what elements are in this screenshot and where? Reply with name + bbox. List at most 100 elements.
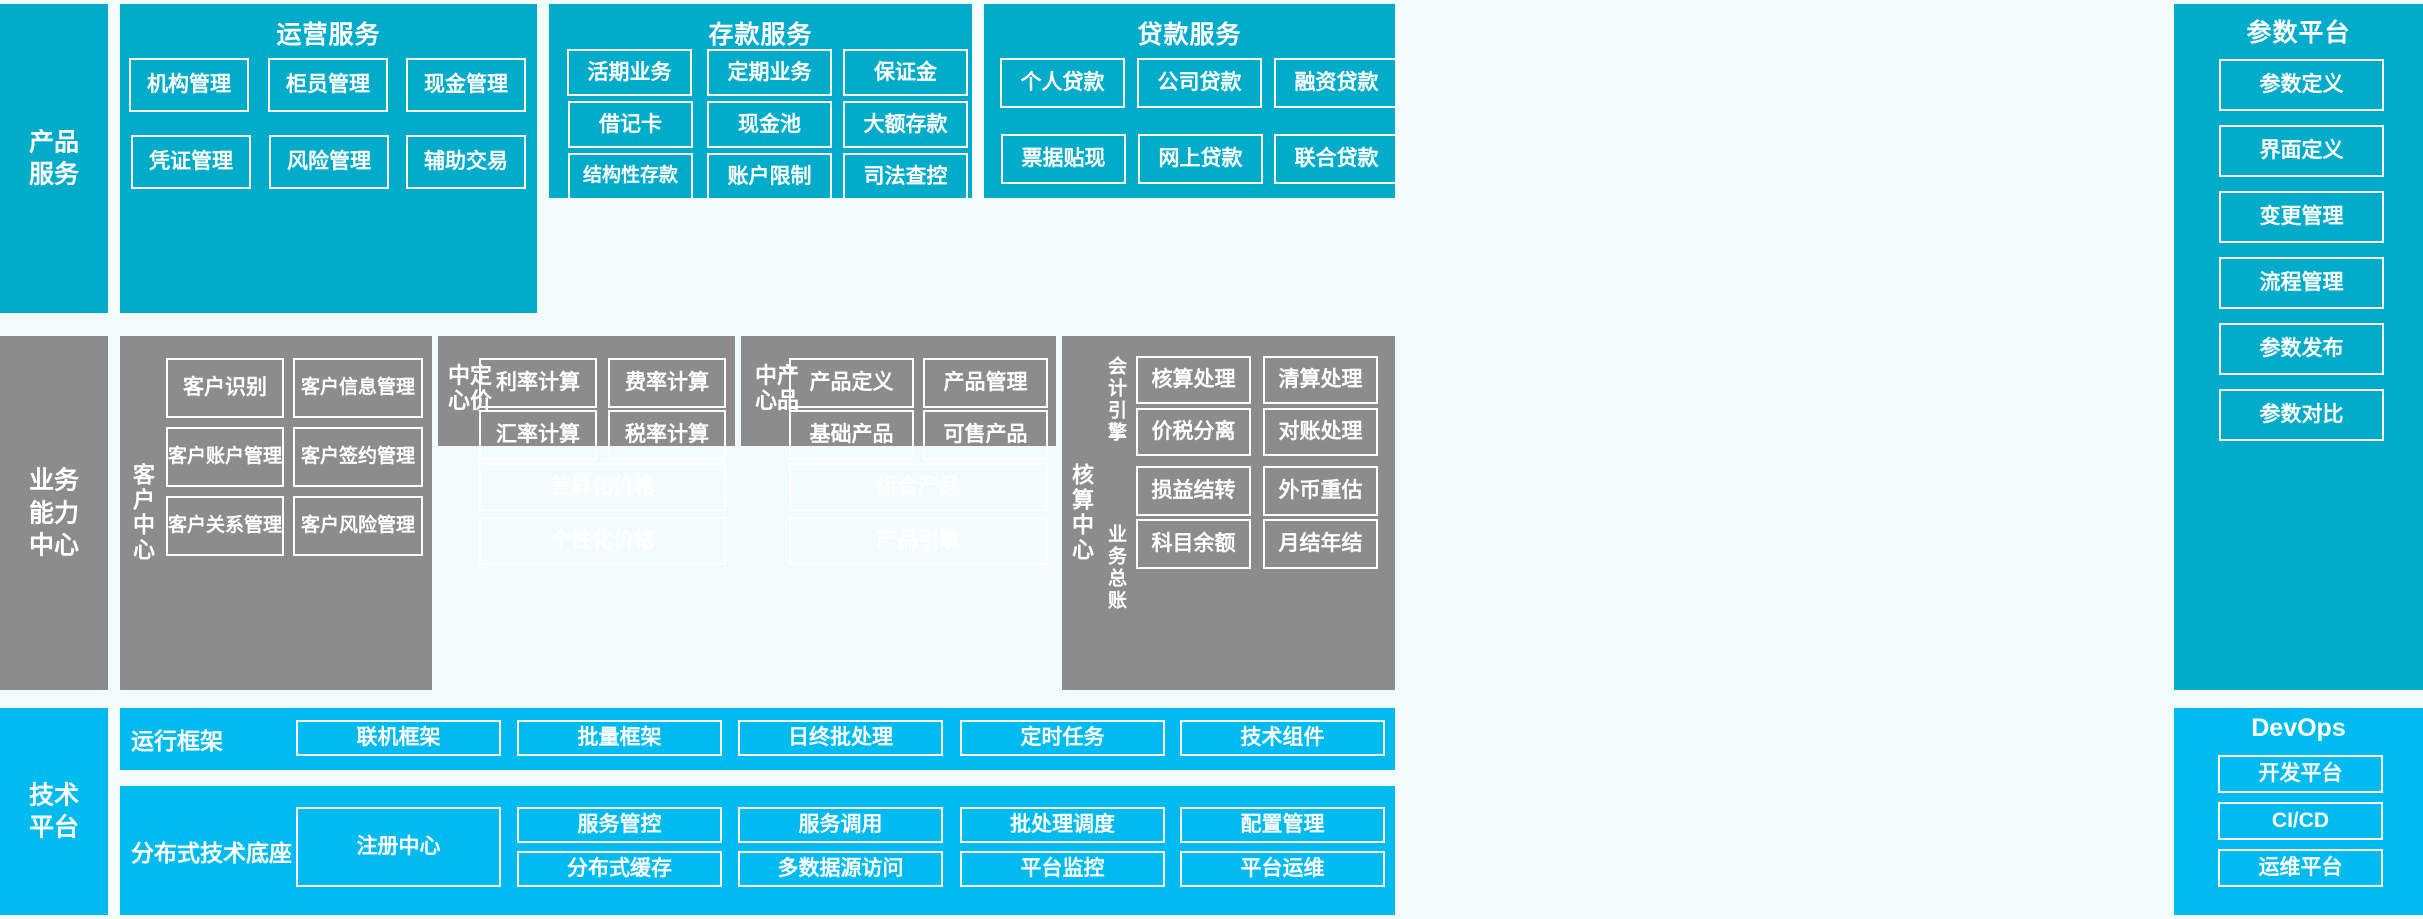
capability-box[interactable]: 科目余额: [1136, 519, 1251, 569]
service-box[interactable]: 票据贴现: [1001, 134, 1126, 184]
capability-box[interactable]: 价税分离: [1136, 408, 1251, 456]
side-label-line: 服务: [28, 160, 79, 189]
parameter-box[interactable]: 参数定义: [2219, 59, 2384, 111]
tech-box[interactable]: 多数据源访问: [738, 851, 943, 887]
tech-box[interactable]: 服务管控: [517, 807, 722, 843]
tech-box[interactable]: 分布式缓存: [517, 851, 722, 887]
capability-box-wide[interactable]: 组合产品: [789, 463, 1048, 511]
group-deposit-service: 存款服务 活期业务 定期业务 保证金 借记卡 现金池 大额存款 结构性存款 账户…: [549, 4, 972, 200]
capability-box[interactable]: 费率计算: [608, 358, 726, 408]
center-pricing: 定价中心 利率计算 费率计算 汇率计算 税率计算 差异化价格 个性化价格: [438, 336, 735, 565]
subgroup-label-general-ledger: 业务总账: [1105, 524, 1126, 612]
tech-box-registry[interactable]: 注册中心: [296, 807, 501, 887]
capability-box[interactable]: 月结年结: [1263, 519, 1378, 569]
center-accounting: 核算中心 会计引擎 业务总账 核算处理 清算处理 价税分离 对账处理 损益结转 …: [1062, 336, 1395, 690]
center-label-product: 产品中心: [752, 363, 799, 414]
devops-box[interactable]: CI/CD: [2218, 802, 2383, 840]
capability-box[interactable]: 客户风险管理: [293, 496, 423, 556]
capability-box[interactable]: 损益结转: [1136, 466, 1251, 516]
panel-devops: DevOps 开发平台 CI/CD 运维平台: [2174, 708, 2423, 915]
band-label-distributed-foundation: 分布式技术底座: [131, 839, 292, 866]
capability-box[interactable]: 客户账户管理: [166, 427, 284, 487]
side-label-line: 产品: [28, 128, 79, 156]
tech-box[interactable]: 技术组件: [1180, 720, 1385, 756]
tech-box[interactable]: 平台监控: [960, 851, 1165, 887]
capability-box-wide[interactable]: 差异化价格: [479, 463, 726, 511]
center-label-customer: 客户中心: [130, 463, 155, 563]
panel-parameter-platform: 参数平台 参数定义 界面定义 变更管理 流程管理 参数发布 参数对比: [2174, 4, 2423, 690]
service-box[interactable]: 大额存款: [843, 101, 968, 148]
devops-box[interactable]: 开发平台: [2218, 755, 2383, 793]
capability-box[interactable]: 核算处理: [1136, 356, 1251, 404]
service-box[interactable]: 融资贷款: [1274, 58, 1399, 108]
tech-box[interactable]: 平台运维: [1180, 851, 1385, 887]
service-box[interactable]: 司法查控: [843, 153, 968, 200]
tech-box[interactable]: 批量框架: [517, 720, 722, 756]
group-title-loan-service: 贷款服务: [1137, 21, 1242, 49]
service-box[interactable]: 活期业务: [567, 49, 692, 96]
capability-box[interactable]: 对账处理: [1263, 408, 1378, 456]
capability-box[interactable]: 客户签约管理: [293, 427, 423, 487]
service-box[interactable]: 凭证管理: [131, 135, 251, 189]
service-box[interactable]: 现金管理: [406, 58, 526, 112]
service-box[interactable]: 网上贷款: [1138, 134, 1263, 184]
capability-box[interactable]: 清算处理: [1263, 356, 1378, 404]
band-runtime-framework: 运行框架 联机框架 批量框架 日终批处理 定时任务 技术组件: [120, 708, 1395, 770]
group-title-operation-service: 运营服务: [276, 21, 381, 49]
side-label-line: 平台: [28, 813, 79, 842]
capability-box[interactable]: 客户识别: [166, 358, 284, 418]
capability-box[interactable]: 产品管理: [923, 358, 1048, 408]
tech-box[interactable]: 服务调用: [738, 807, 943, 843]
tech-box[interactable]: 批处理调度: [960, 807, 1165, 843]
service-box[interactable]: 现金池: [707, 101, 832, 148]
service-box[interactable]: 联合贷款: [1274, 134, 1399, 184]
service-box[interactable]: 账户限制: [707, 153, 832, 200]
capability-box[interactable]: 外币重估: [1263, 466, 1378, 516]
service-box[interactable]: 借记卡: [568, 101, 693, 148]
parameter-box[interactable]: 参数对比: [2219, 389, 2384, 441]
business-capability-side-label-panel: 业务 能力 中心: [0, 336, 108, 690]
devops-box[interactable]: 运维平台: [2218, 849, 2383, 887]
product-service-side-label: 产品 服务: [0, 126, 108, 191]
capability-box[interactable]: 利率计算: [479, 358, 597, 408]
parameter-box[interactable]: 参数发布: [2219, 323, 2384, 375]
capability-box[interactable]: 可售产品: [923, 410, 1048, 460]
parameter-box[interactable]: 变更管理: [2219, 191, 2384, 243]
group-operation-service: 运营服务 机构管理 柜员管理 现金管理 凭证管理 风险管理 辅助交易: [120, 4, 537, 313]
tech-platform-side-label-panel: 技术 平台: [0, 708, 108, 915]
service-box[interactable]: 保证金: [843, 49, 968, 96]
tech-box[interactable]: 联机框架: [296, 720, 501, 756]
band-label-runtime-framework: 运行框架: [131, 728, 223, 754]
capability-box-wide[interactable]: 产品引擎: [789, 517, 1048, 565]
capability-box[interactable]: 基础产品: [789, 410, 914, 460]
service-box[interactable]: 个人贷款: [1000, 58, 1125, 108]
panel-title-devops: DevOps: [2251, 714, 2346, 742]
parameter-box[interactable]: 流程管理: [2219, 257, 2384, 309]
capability-box-wide[interactable]: 个性化价格: [479, 517, 726, 565]
tech-box[interactable]: 配置管理: [1180, 807, 1385, 843]
side-label-line: 技术: [28, 781, 79, 809]
center-label-accounting: 核算中心: [1069, 463, 1094, 563]
product-service-side-label-panel: 产品 服务: [0, 4, 108, 313]
tech-box[interactable]: 定时任务: [960, 720, 1165, 756]
capability-box[interactable]: 产品定义: [789, 358, 914, 408]
service-box[interactable]: 公司贷款: [1137, 58, 1262, 108]
service-box[interactable]: 辅助交易: [406, 135, 526, 189]
service-box[interactable]: 风险管理: [269, 135, 389, 189]
service-box[interactable]: 机构管理: [129, 58, 249, 112]
service-box[interactable]: 定期业务: [707, 49, 832, 96]
group-loan-service: 贷款服务 个人贷款 公司贷款 融资贷款 票据贴现 网上贷款 联合贷款: [984, 4, 1399, 198]
business-capability-side-label: 业务 能力 中心: [0, 464, 108, 562]
capability-box[interactable]: 客户信息管理: [293, 358, 423, 418]
parameter-box[interactable]: 界面定义: [2219, 125, 2384, 177]
service-box[interactable]: 柜员管理: [268, 58, 388, 112]
tech-box[interactable]: 日终批处理: [738, 720, 943, 756]
service-box[interactable]: 结构性存款: [568, 153, 693, 200]
center-customer: 客户中心 客户识别 客户信息管理 客户账户管理 客户签约管理 客户关系管理 客户…: [120, 336, 432, 690]
side-label-line: 业务: [28, 466, 79, 495]
subgroup-label-accounting-engine: 会计引擎: [1105, 356, 1126, 444]
capability-box[interactable]: 税率计算: [608, 410, 726, 460]
capability-box[interactable]: 客户关系管理: [166, 496, 284, 556]
capability-box[interactable]: 汇率计算: [479, 410, 597, 460]
